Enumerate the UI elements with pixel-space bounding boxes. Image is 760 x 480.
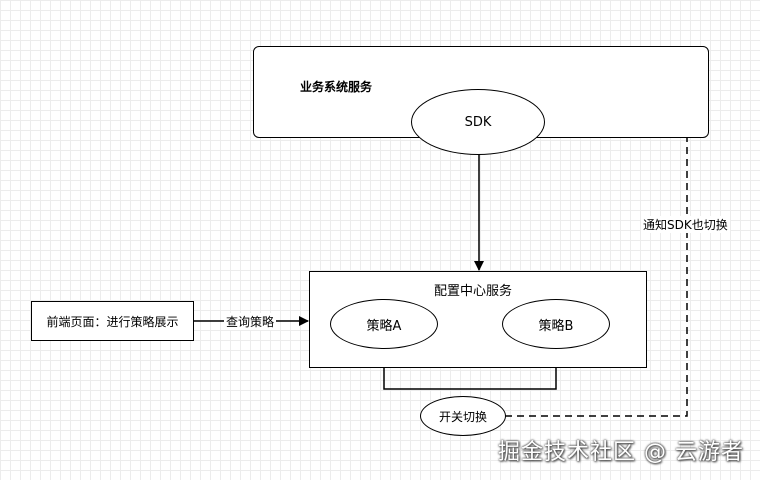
query-edge-label: 查询策略 [224, 313, 277, 330]
strategy-a-node: 策略A [330, 299, 438, 349]
notify-edge-label: 通知SDK也切换 [641, 216, 730, 233]
strategy-a-label: 策略A [366, 318, 402, 334]
watermark: 掘金技术社区 @ 云游者 [498, 440, 744, 465]
strategy-b-node: 策略B [502, 299, 610, 349]
config-center-title: 配置中心服务 [434, 284, 513, 299]
strategy-b-label: 策略B [538, 318, 574, 334]
sdk-node: SDK [411, 89, 545, 155]
edge-strategy-a-to-b [383, 347, 561, 390]
sdk-label: SDK [464, 114, 492, 130]
frontend-box: 前端页面：进行策略展示 [31, 301, 194, 341]
frontend-label: 前端页面：进行策略展示 [46, 314, 179, 329]
switch-node: 开关切换 [420, 396, 506, 436]
edge-switch-notify-sdk [505, 117, 688, 417]
business-service-title: 业务系统服务 [300, 80, 373, 94]
switch-label: 开关切换 [438, 409, 487, 424]
